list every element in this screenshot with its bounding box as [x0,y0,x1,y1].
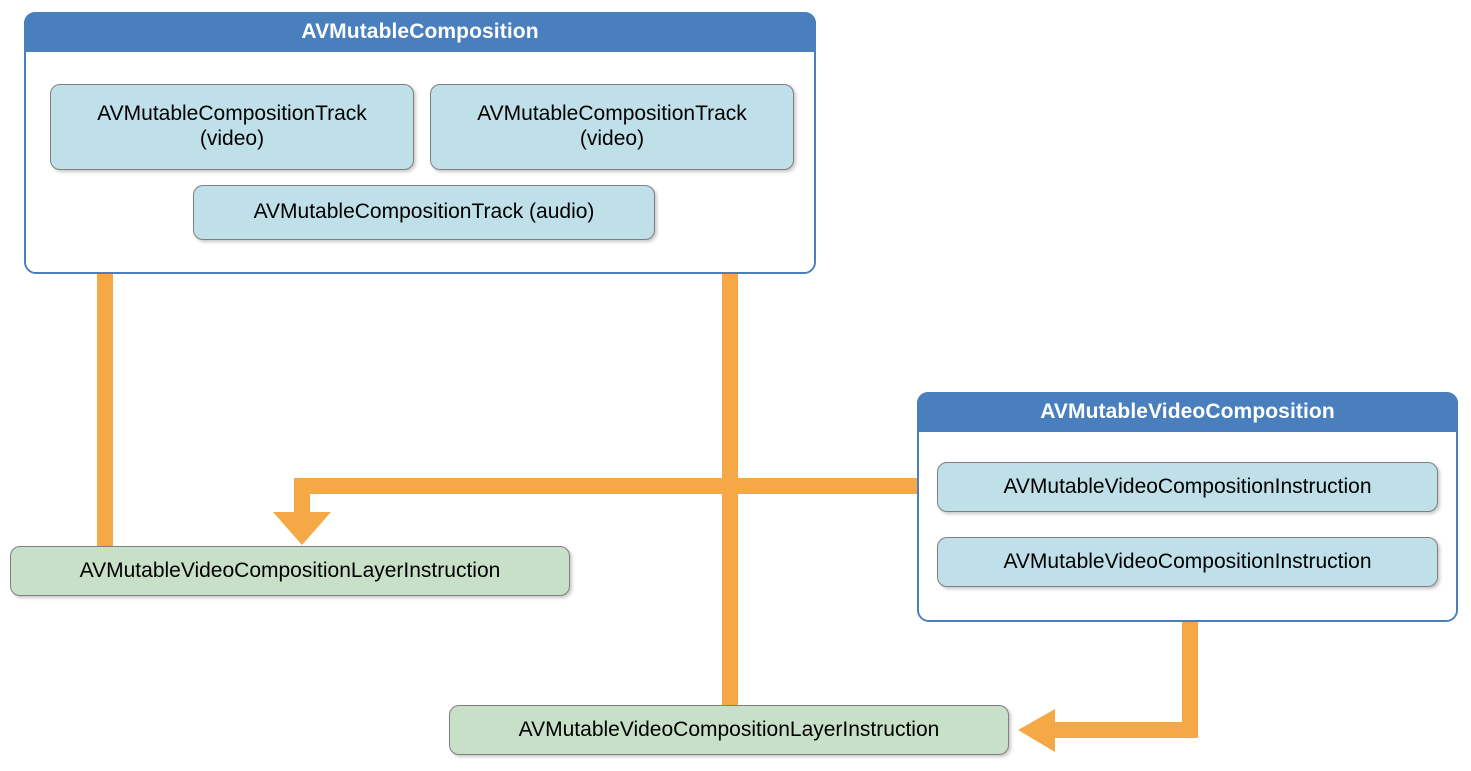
node-instruction-2-label: AVMutableVideoCompositionInstruction [1003,549,1372,573]
node-video-track-2-line1: AVMutableCompositionTrack [477,102,747,126]
node-audio-track-1-label: AVMutableCompositionTrack (audio) [253,200,595,224]
node-layer-instruction-2-label: AVMutableVideoCompositionLayerInstructio… [518,717,940,741]
panel-header-avmutablevideocomposition: AVMutableVideoComposition [917,392,1458,432]
node-video-track-1-text: AVMutableCompositionTrack (video) [97,102,367,152]
node-layer-instruction-2[interactable]: AVMutableVideoCompositionLayerInstructio… [449,705,1009,755]
node-video-track-2[interactable]: AVMutableCompositionTrack (video) [430,84,794,170]
node-instruction-1[interactable]: AVMutableVideoCompositionInstruction [937,462,1438,512]
node-audio-track-1[interactable]: AVMutableCompositionTrack (audio) [193,185,655,240]
node-instruction-2[interactable]: AVMutableVideoCompositionInstruction [937,537,1438,587]
node-video-track-1-line2: (video) [199,127,265,150]
node-layer-instruction-1-label: AVMutableVideoCompositionLayerInstructio… [79,558,501,582]
node-video-track-2-text: AVMutableCompositionTrack (video) [477,102,747,152]
node-video-track-1[interactable]: AVMutableCompositionTrack (video) [50,84,414,170]
panel-header-avmutablecomposition: AVMutableComposition [24,12,816,52]
node-layer-instruction-1[interactable]: AVMutableVideoCompositionLayerInstructio… [10,546,570,596]
node-video-track-2-line2: (video) [579,127,645,150]
node-instruction-1-label: AVMutableVideoCompositionInstruction [1003,474,1372,498]
node-video-track-1-line1: AVMutableCompositionTrack [97,102,367,126]
arrow-instruction1-to-layer1 [273,478,940,545]
